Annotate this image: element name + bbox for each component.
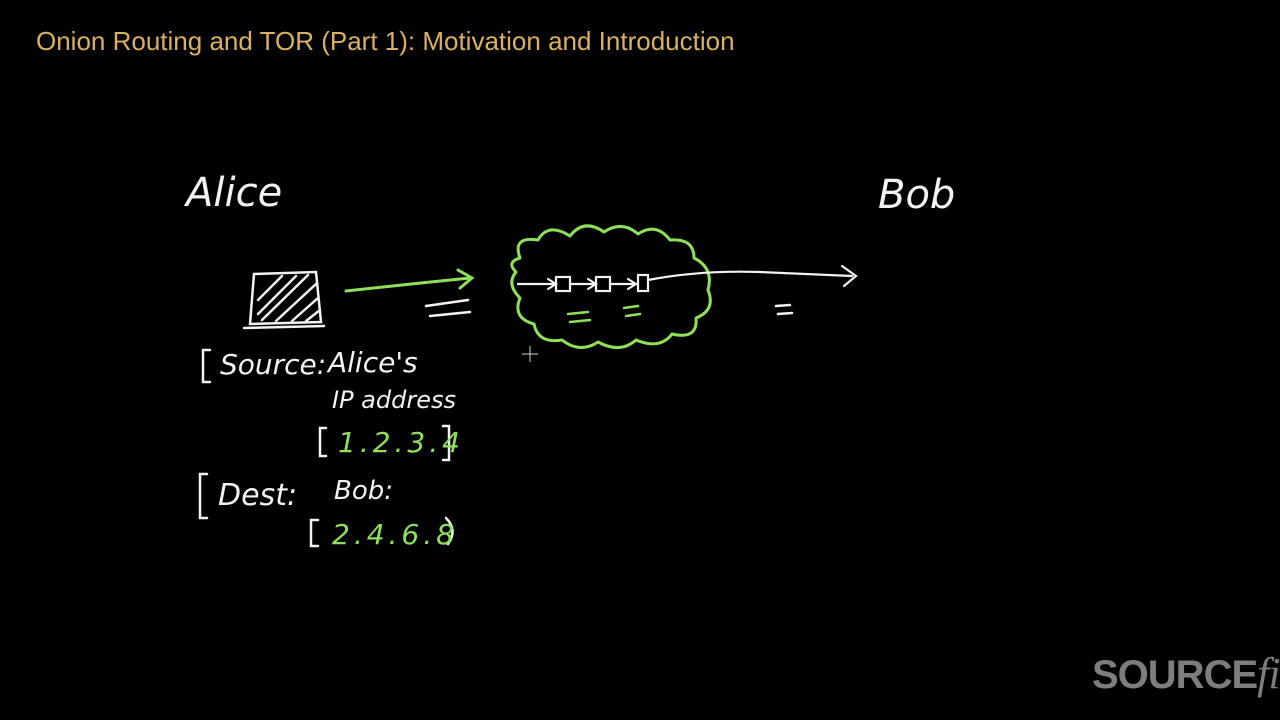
- alice-label: Alice: [186, 170, 283, 216]
- cloud-equals-marks: [566, 304, 642, 324]
- logo-part1: SOURCE: [1092, 653, 1258, 697]
- logo-part2: fire: [1257, 649, 1280, 698]
- source-value-line2: IP address: [332, 386, 456, 414]
- source-value-line1: Alice's: [328, 346, 418, 379]
- router-node: [636, 273, 650, 293]
- dest-label: Dest:: [218, 478, 298, 513]
- equals-marks: [424, 298, 794, 318]
- network-cloud: [510, 224, 712, 349]
- source-ip: 1.2.3.4: [338, 426, 464, 459]
- sourcefire-logo: SOURCEfire: [1092, 648, 1280, 699]
- dest-ip: 2.4.6.8: [332, 518, 458, 551]
- cursor-crosshair-icon: [522, 346, 538, 362]
- bob-label: Bob: [878, 172, 956, 218]
- bracket-marks: [198, 348, 454, 548]
- alice-computer-icon: [242, 270, 326, 330]
- router-node: [594, 275, 612, 293]
- source-label: Source:: [220, 348, 327, 381]
- alice-to-network-arrow: [344, 268, 475, 293]
- router-node: [554, 275, 572, 293]
- dest-value: Bob:: [334, 476, 394, 506]
- slide-title: Onion Routing and TOR (Part 1): Motivati…: [36, 26, 735, 56]
- router-chain: [516, 264, 858, 293]
